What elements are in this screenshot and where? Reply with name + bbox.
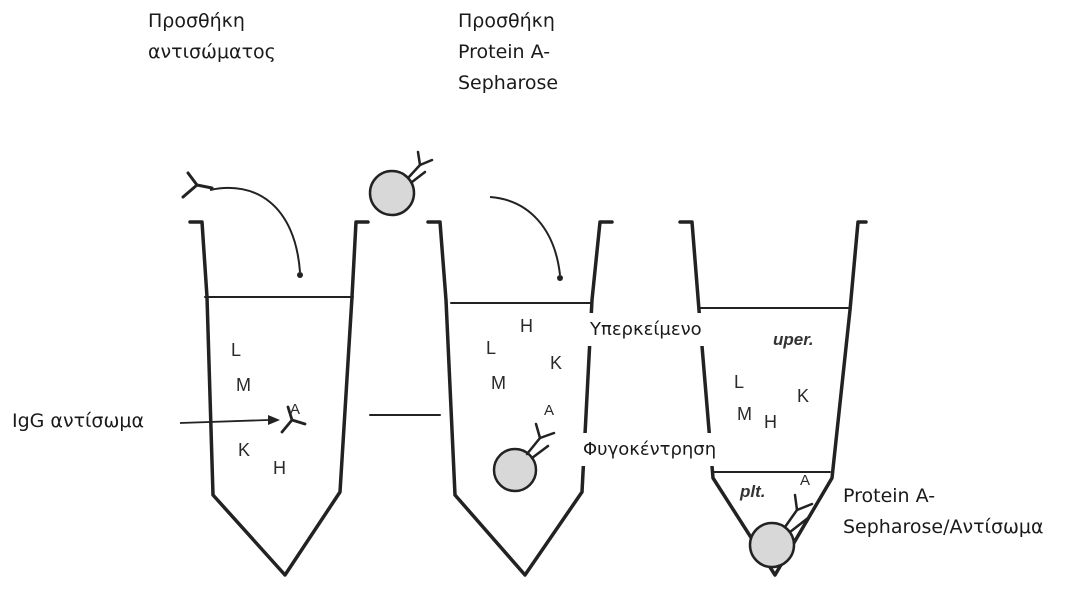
tube-3-antibody-mark: A	[800, 472, 810, 489]
protein-a-complex-line-1: Protein A-	[843, 481, 1044, 512]
protein-a-bead-icon	[370, 152, 432, 215]
tube-1-letter-h: H	[273, 458, 286, 479]
tube-1-letter-l: L	[231, 340, 241, 361]
free-antibody-icon	[183, 173, 212, 197]
tube-2-antibody-mark: A	[544, 402, 554, 419]
protein-a-complex-line-2: Sepharose/Αντίσωμα	[843, 512, 1044, 543]
tube-2-letter-l: L	[486, 338, 496, 359]
add-protein-a-arrow-tip	[557, 275, 563, 281]
tube-1	[190, 222, 368, 575]
tube-3-letter-l: L	[734, 372, 744, 393]
tube-1-letter-k: K	[238, 440, 250, 461]
tube-2	[428, 222, 612, 575]
igg-pointer-head	[268, 415, 280, 425]
tube-3-letter-m: M	[737, 404, 752, 425]
add-antibody-arrow	[210, 188, 300, 272]
step-add-protein-a-line-1: Προσθήκη	[458, 6, 558, 37]
supernatant-label: Υπερκείμενο	[564, 313, 722, 346]
tube-1-antibody-mark: A	[290, 401, 300, 418]
step-add-protein-a-line-3: Sepharose	[458, 68, 558, 99]
tube-3-super-tag: uper.	[773, 330, 814, 350]
igg-pointer-line	[180, 420, 268, 423]
bead-complex-tube-2-icon	[494, 424, 554, 491]
step-add-protein-a: Προσθήκη Protein A- Sepharose	[458, 6, 558, 99]
tube-2-letter-h: H	[520, 316, 533, 337]
tube-1-letter-m: M	[236, 375, 251, 396]
tube-2-letter-k: K	[550, 353, 562, 374]
tube-3-letter-k: K	[797, 386, 809, 407]
add-protein-a-arrow	[490, 197, 560, 275]
tube-3-letter-h: H	[764, 412, 777, 433]
centrifugation-label: Φυγοκέντρηση	[573, 433, 810, 466]
protein-a-complex-label: Protein A- Sepharose/Αντίσωμα	[843, 481, 1044, 543]
step-add-antibody-line-1: Προσθήκη	[148, 6, 276, 37]
tube-3-pellet-tag: plt.	[740, 482, 766, 502]
igg-antibody-label: IgG αντίσωμα	[12, 406, 144, 437]
step-add-antibody-line-2: αντισώματος	[148, 37, 276, 68]
step-add-antibody: Προσθήκη αντισώματος	[148, 6, 276, 68]
add-antibody-arrow-tip	[297, 272, 303, 278]
step-add-protein-a-line-2: Protein A-	[458, 37, 558, 68]
tube-2-letter-m: M	[491, 373, 506, 394]
